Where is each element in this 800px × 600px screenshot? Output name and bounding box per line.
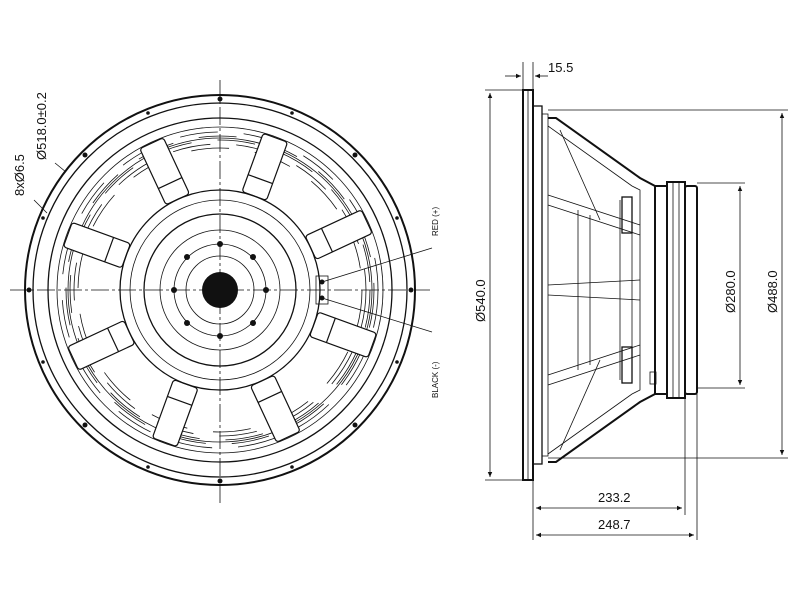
side-view: [485, 62, 788, 540]
depth-a-label: 233.2: [598, 490, 631, 505]
flange-thickness-label: 15.5: [548, 60, 573, 75]
basket-profile: [548, 117, 656, 463]
vent-hole: [202, 272, 238, 308]
basket-spokes: [63, 133, 377, 447]
outer-flange-ring: [24, 94, 416, 486]
mount-holes-label: 8xØ6.5: [12, 154, 27, 196]
cutout-diameter-label: Ø488.0: [765, 270, 780, 313]
basket-diameter-label: Ø518.0±0.2: [34, 92, 49, 160]
front-view: [10, 80, 433, 505]
magnet-diameter-label: Ø280.0: [723, 270, 738, 313]
surround-ring: [47, 117, 393, 463]
mounting-holes: [26, 96, 414, 484]
outer-diameter-label: Ø540.0: [473, 279, 488, 322]
spider-ring: [119, 189, 321, 391]
terminal-black-label: BLACK (-): [431, 361, 440, 398]
terminal-red-label: RED (+): [431, 207, 440, 236]
depth-b-label: 248.7: [598, 517, 631, 532]
backplate-bolts: [171, 241, 269, 339]
magnet-profile: [654, 185, 668, 395]
basket-windows: [61, 131, 379, 449]
